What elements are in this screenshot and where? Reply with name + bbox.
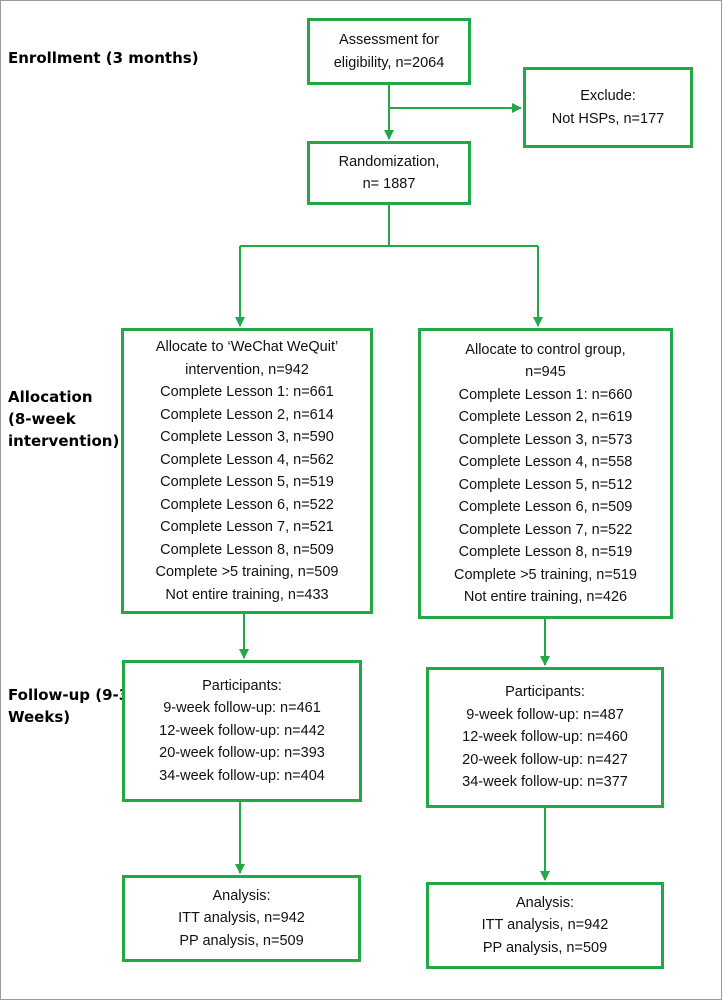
intervention-analysis-box: Analysis: ITT analysis, n=942 PP analysi… [122,875,361,962]
stage-label-enrollment: Enrollment (3 months) [8,49,199,67]
assessment-box: Assessment for eligibility, n=2064 [307,18,471,85]
control-allocation-box: Allocate to control group, n=945 Complet… [418,328,673,619]
control-followup-box: Participants: 9-week follow-up: n=487 12… [426,667,664,808]
randomization-box: Randomization, n= 1887 [307,141,471,205]
intervention-followup-box: Participants: 9-week follow-up: n=461 12… [122,660,362,802]
stage-label-followup: Follow-up (9-34 Weeks) [8,686,140,726]
intervention-allocation-box: Allocate to ‘WeChat WeQuit’ intervention… [121,328,373,614]
control-analysis-box: Analysis: ITT analysis, n=942 PP analysi… [426,882,664,969]
stage-label-allocation: Allocation (8-week intervention) [8,388,120,450]
exclude-box: Exclude: Not HSPs, n=177 [523,67,693,148]
